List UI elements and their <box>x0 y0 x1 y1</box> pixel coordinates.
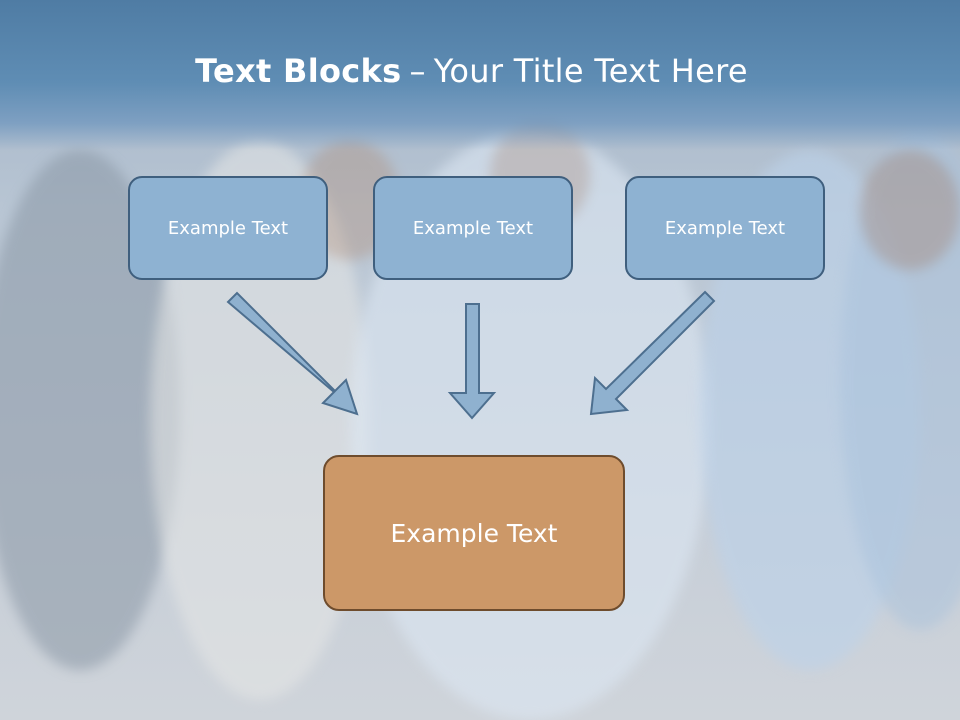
target-text-block-label: Example Text <box>390 518 558 548</box>
text-block-3[interactable]: Example Text <box>625 176 825 280</box>
text-block-2-label: Example Text <box>412 217 534 239</box>
title-separator: – <box>409 52 426 90</box>
target-text-block[interactable]: Example Text <box>323 455 625 611</box>
title-text: Your Title Text Here <box>433 52 748 90</box>
slide-title: Text Blocks–Your Title Text Here <box>0 52 943 90</box>
header-band <box>0 0 960 150</box>
text-block-2[interactable]: Example Text <box>373 176 573 280</box>
text-block-3-label: Example Text <box>664 217 786 239</box>
text-block-1[interactable]: Example Text <box>128 176 328 280</box>
title-bold-text: Text Blocks <box>195 52 402 90</box>
text-block-1-label: Example Text <box>167 217 289 239</box>
